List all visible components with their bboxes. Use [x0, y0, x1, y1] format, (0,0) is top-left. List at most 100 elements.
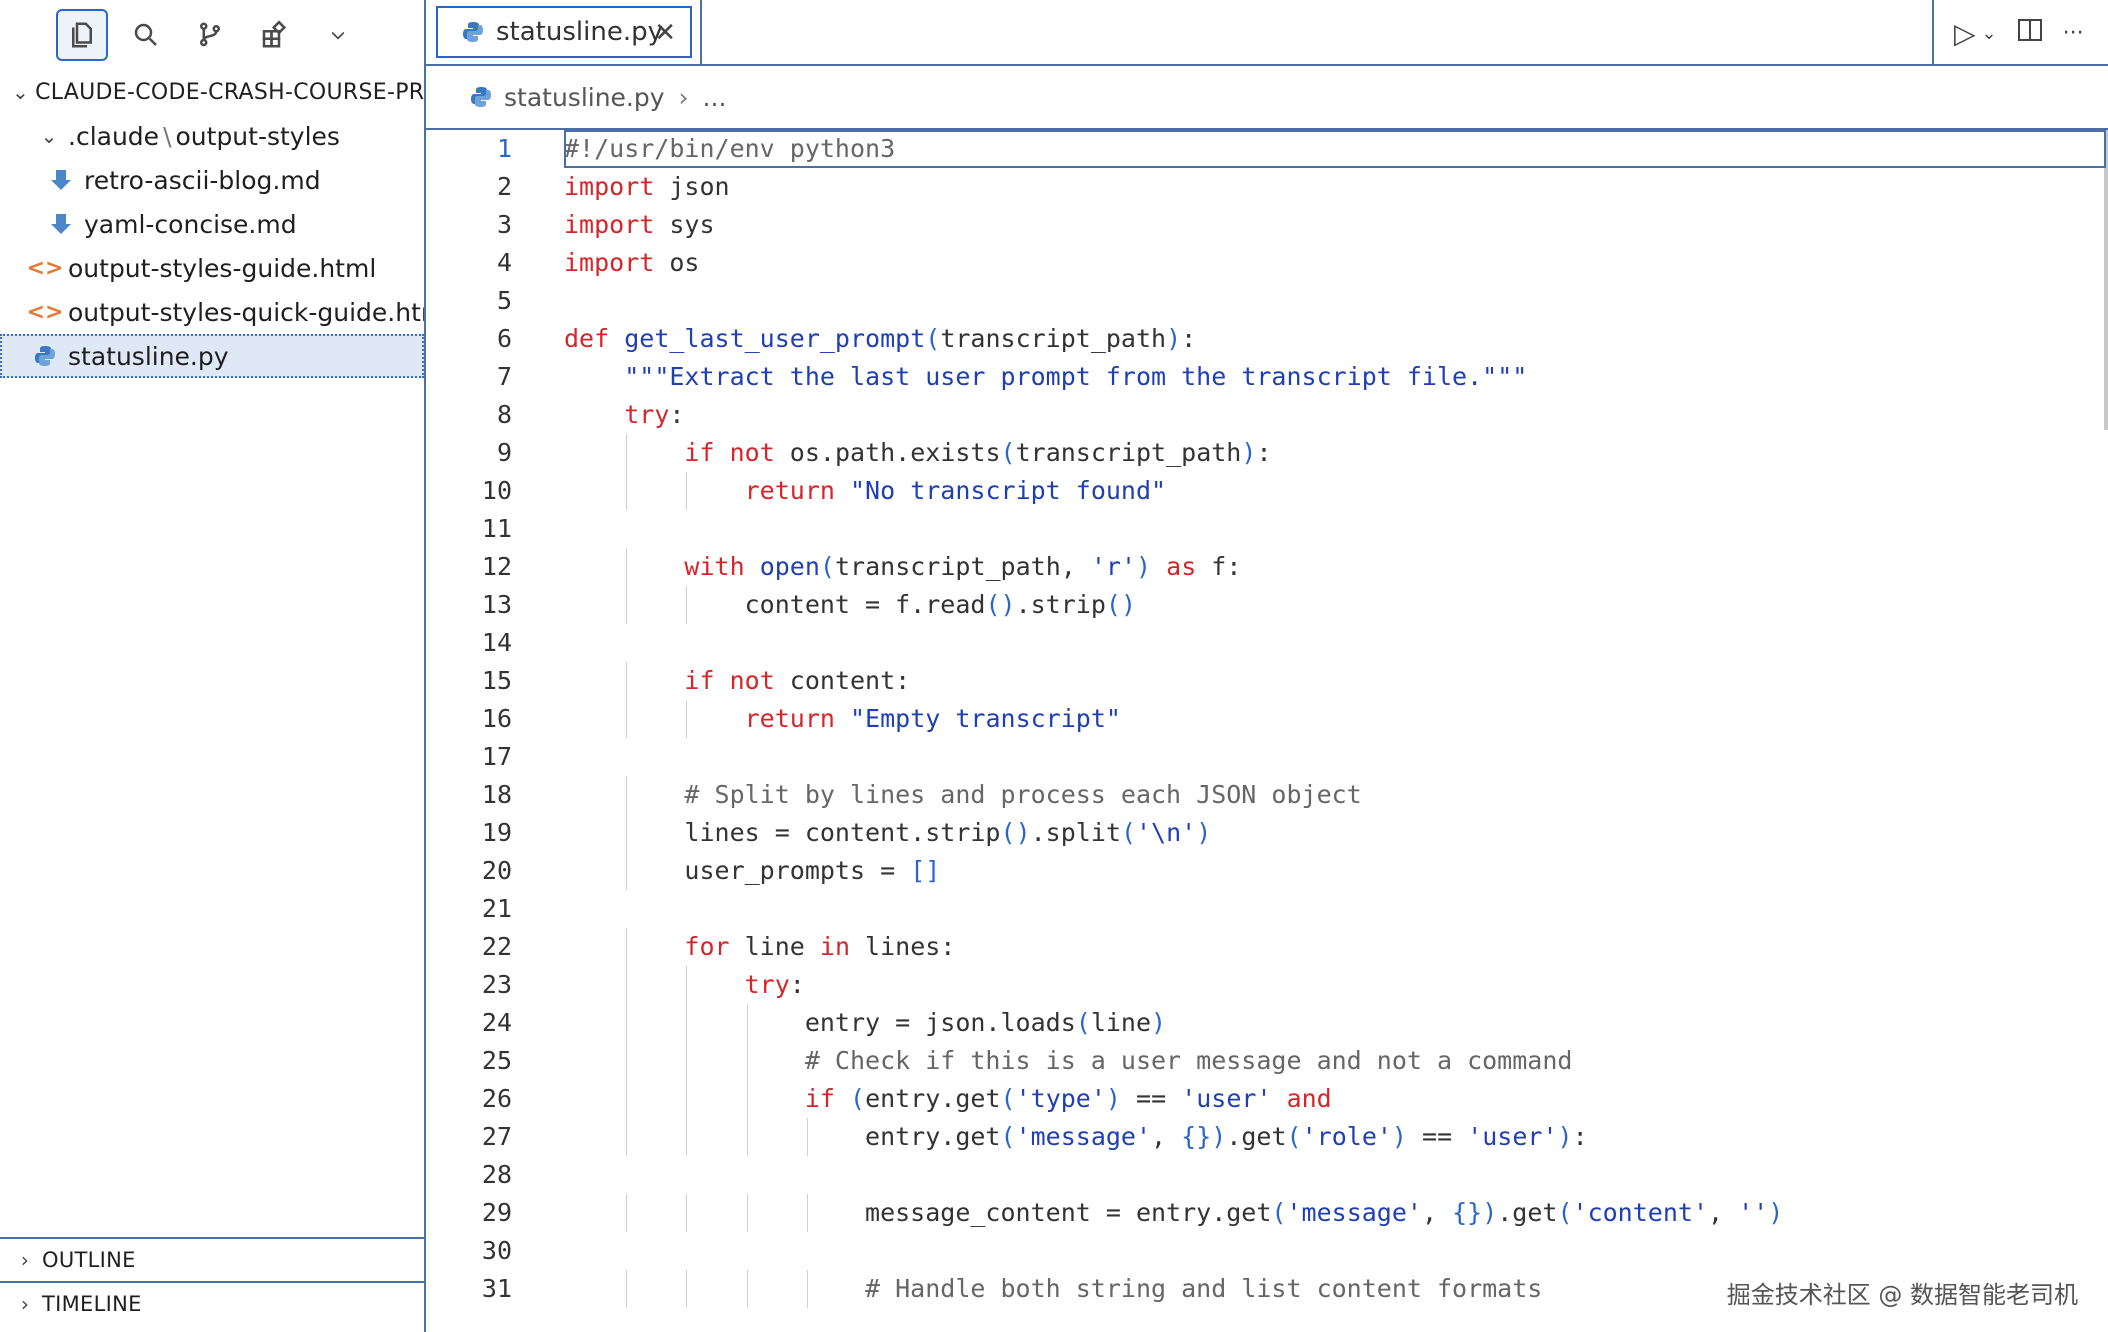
code-line[interactable]: 13 content = f.read().strip()	[426, 586, 2108, 624]
watermark: 掘金技术社区 @ 数据智能老司机	[1726, 1281, 2078, 1309]
code-line[interactable]: 28	[426, 1156, 2108, 1194]
python-icon	[458, 20, 488, 44]
close-icon[interactable]: ✕	[654, 18, 676, 48]
file-label: output-styles-quick-guide.html	[68, 297, 424, 327]
code-line[interactable]: 15 if not content:	[426, 662, 2108, 700]
code-line[interactable]: 18 # Split by lines and process each JSO…	[426, 776, 2108, 814]
indent-guide	[686, 1080, 688, 1118]
code-line[interactable]: 21	[426, 890, 2108, 928]
code-line[interactable]: 10 return "No transcript found"	[426, 472, 2108, 510]
indent-guide	[686, 1270, 688, 1308]
line-number: 28	[481, 1160, 512, 1189]
indent-guide	[686, 1004, 688, 1042]
line-text: try:	[744, 970, 805, 999]
line-number: 25	[481, 1046, 512, 1075]
code-line[interactable]: 26 if (entry.get('type') == 'user' and	[426, 1080, 2108, 1118]
indent-guide	[686, 586, 688, 624]
line-text: #!/usr/bin/env python3	[564, 134, 896, 163]
line-number: 12	[481, 552, 512, 581]
line-text: entry = json.loads(line)	[564, 1008, 1167, 1037]
file-item-retro-ascii-blog[interactable]: retro-ascii-blog.md	[0, 158, 424, 202]
line-number: 29	[481, 1198, 512, 1227]
split-editor-icon[interactable]	[2017, 17, 2043, 49]
code-line[interactable]: 29 message_content = entry.get('message'…	[426, 1194, 2108, 1232]
extensions-button[interactable]	[248, 9, 300, 61]
file-item-output-styles-guide[interactable]: <> output-styles-guide.html	[0, 246, 424, 290]
search-button[interactable]	[120, 9, 172, 61]
code-line[interactable]: 30	[426, 1232, 2108, 1270]
code-line[interactable]: 7 """Extract the last user prompt from t…	[426, 358, 2108, 396]
file-item-output-styles-quick-guide[interactable]: <> output-styles-quick-guide.html	[0, 290, 424, 334]
code-line[interactable]: 20 user_prompts = []	[426, 852, 2108, 890]
indent-guide	[686, 1194, 688, 1232]
code-line[interactable]: 14	[426, 624, 2108, 662]
line-number: 16	[481, 704, 512, 733]
source-control-button[interactable]	[184, 9, 236, 61]
source-control-icon	[200, 22, 220, 47]
file-label: yaml-concise.md	[84, 209, 297, 239]
indent-guide	[686, 1118, 688, 1156]
code-line[interactable]: 16 return "Empty transcript"	[426, 700, 2108, 738]
more-actions-button[interactable]: ···	[2062, 20, 2084, 46]
code-line[interactable]: 8 try:	[426, 396, 2108, 434]
explorer-button[interactable]	[56, 9, 108, 61]
folder-label-part1: .claude	[68, 121, 160, 151]
line-number: 6	[496, 324, 512, 353]
code-line[interactable]: 24 entry = json.loads(line)	[426, 1004, 2108, 1042]
scrollbar-thumb[interactable]	[2104, 130, 2108, 430]
code-line[interactable]: 31 # Handle both string and list content…	[426, 1270, 2108, 1308]
more-views-button[interactable]	[312, 9, 364, 61]
chevron-down-icon: ⌄	[40, 124, 58, 148]
code-line[interactable]: 27 entry.get('message', {}).get('role') …	[426, 1118, 2108, 1156]
chevron-down-icon	[331, 31, 345, 40]
outline-label: OUTLINE	[42, 1248, 136, 1272]
indent-guide	[686, 1042, 688, 1080]
line-text: if (entry.get('type') == 'user' and	[804, 1084, 1332, 1113]
breadcrumb-file[interactable]: statusline.py	[504, 82, 665, 112]
code-line[interactable]: 22 for line in lines:	[426, 928, 2108, 966]
tab-statusline[interactable]: statusline.py ✕	[436, 6, 692, 58]
run-menu-chevron-icon[interactable]: ⌄	[1981, 22, 1997, 44]
code-line[interactable]: 12 with open(transcript_path, 'r') as f:	[426, 548, 2108, 586]
activity-bar	[0, 0, 424, 70]
code-line[interactable]: 19 lines = content.strip().split('\n')	[426, 814, 2108, 852]
line-text: try:	[624, 400, 685, 429]
code-line[interactable]: 11	[426, 510, 2108, 548]
chevron-right-icon: ›	[20, 1248, 30, 1272]
outline-section[interactable]: › OUTLINE	[0, 1237, 424, 1281]
timeline-section[interactable]: › TIMELINE	[0, 1281, 424, 1325]
indent-guide	[626, 1270, 628, 1308]
code-line[interactable]: 6 def get_last_user_prompt(transcript_pat…	[426, 320, 2108, 358]
line-number: 27	[481, 1122, 512, 1151]
line-number: 8	[496, 400, 512, 429]
file-item-statusline[interactable]: statusline.py	[0, 334, 424, 378]
code-line[interactable]: 1#!/usr/bin/env python3	[426, 130, 2108, 168]
line-number: 26	[481, 1084, 512, 1113]
line-text: for line in lines:	[684, 932, 956, 961]
line-number: 17	[481, 742, 512, 771]
code-line[interactable]: 9 if not os.path.exists(transcript_path)…	[426, 434, 2108, 472]
file-item-yaml-concise[interactable]: yaml-concise.md	[0, 202, 424, 246]
indent-guide	[806, 1118, 808, 1156]
code-line[interactable]: 23 try:	[426, 966, 2108, 1004]
line-number: 15	[481, 666, 512, 695]
line-text: # Check if this is a user message and no…	[564, 1046, 1573, 1075]
code-line[interactable]: 5	[426, 282, 2108, 320]
workspace-root[interactable]: ⌄ CLAUDE-CODE-CRASH-COURSE-PR...	[0, 70, 424, 114]
code-line[interactable]: 25 # Check if this is a user message and…	[426, 1042, 2108, 1080]
line-number: 21	[481, 894, 512, 923]
indent-guide	[746, 1080, 748, 1118]
run-button[interactable]: ▷	[1954, 16, 1976, 50]
line-number: 24	[481, 1008, 512, 1037]
breadcrumb-symbols[interactable]: ...	[702, 82, 727, 112]
code-line[interactable]: 17	[426, 738, 2108, 776]
line-text: def get_last_user_prompt(transcript_path…	[564, 324, 1197, 353]
folder-output-styles[interactable]: ⌄ .claude \ output-styles	[0, 114, 424, 158]
indent-guide	[626, 1042, 628, 1080]
markdown-arrow-icon	[46, 168, 76, 192]
file-label: retro-ascii-blog.md	[84, 165, 321, 195]
